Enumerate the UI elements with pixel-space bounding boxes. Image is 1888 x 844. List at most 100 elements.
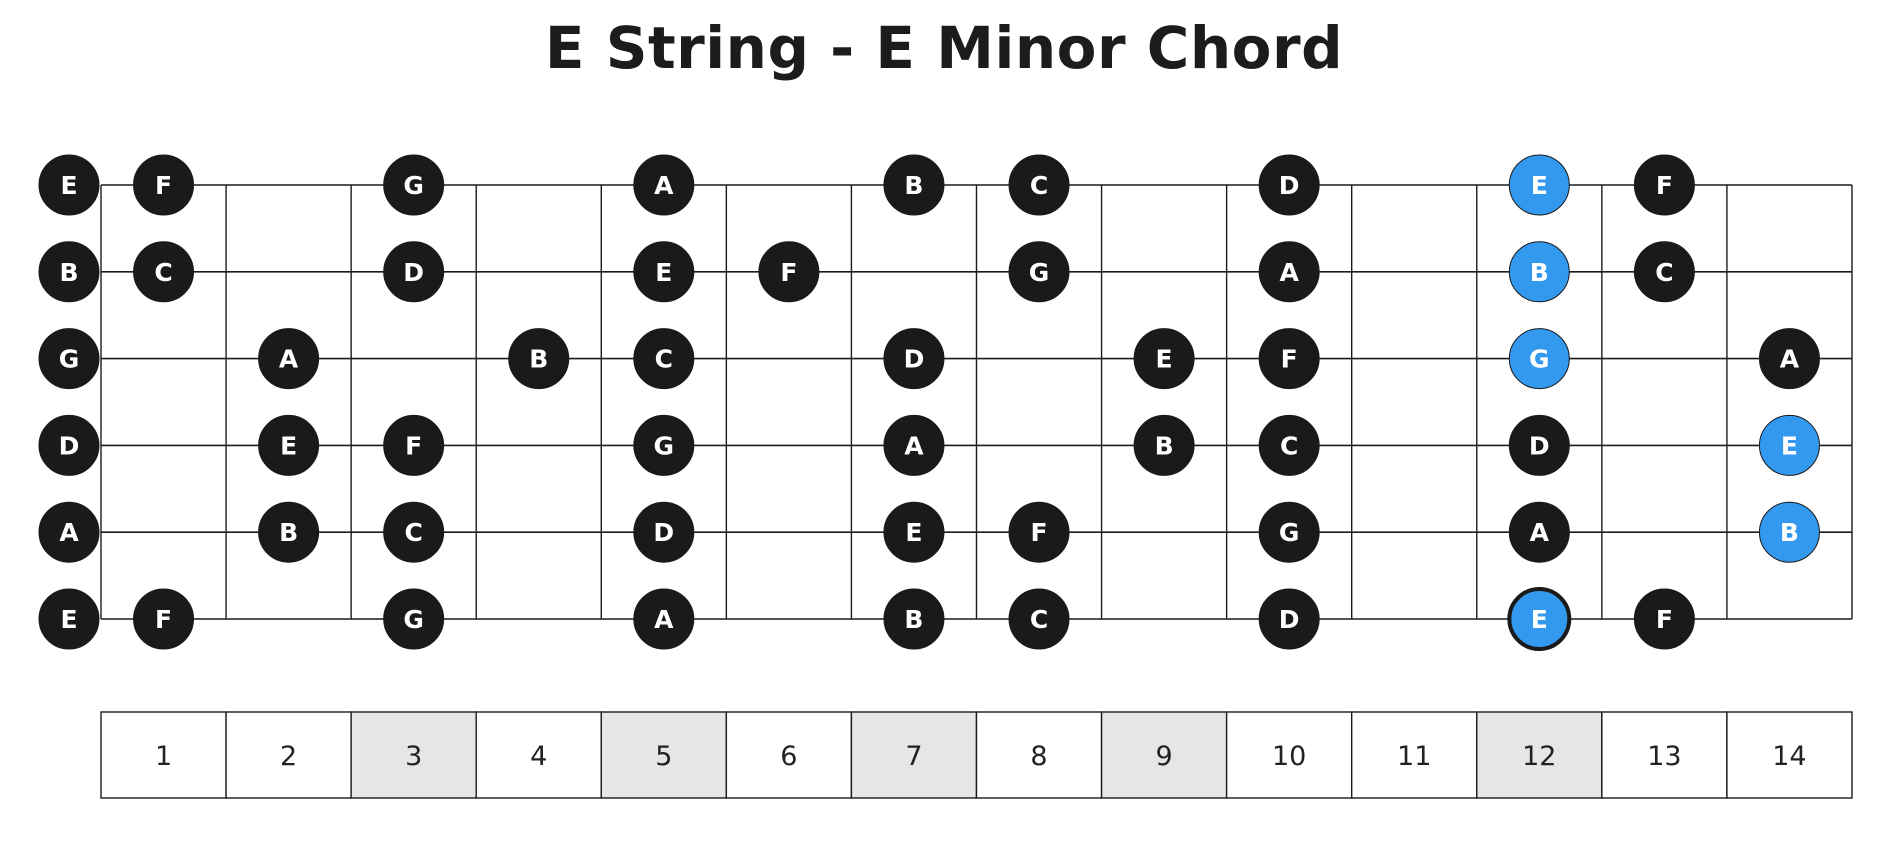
string-3-fret-2-note: A (258, 328, 320, 390)
chord-tone-marker (1507, 587, 1572, 651)
string-3-fret-7-note: D (883, 328, 945, 390)
string-5-fret-12-note: A (1508, 501, 1570, 563)
note-label: F (1281, 345, 1298, 374)
note-label: E (1531, 605, 1548, 634)
fret-number-label: 8 (1030, 741, 1047, 772)
note-marker (38, 414, 100, 476)
string-2-fret-5-note: E (633, 241, 695, 303)
string-5-fret-5-note: D (633, 501, 695, 563)
chord-tone-marker (1508, 154, 1570, 216)
note-label: D (59, 431, 80, 460)
string-1-fret-1-note: F (133, 154, 195, 216)
note-label: C (1655, 258, 1673, 287)
note-label: B (1530, 258, 1549, 287)
note-label: D (403, 258, 424, 287)
note-marker (1258, 241, 1320, 303)
note-label: D (904, 345, 925, 374)
string-4-fret-10-note: C (1258, 414, 1320, 476)
chord-tone-marker (1508, 328, 1570, 390)
note-label: G (1529, 345, 1550, 374)
note-marker (1758, 328, 1820, 390)
string-4-fret-9-note: B (1133, 414, 1195, 476)
fret-number-label: 9 (1156, 741, 1173, 772)
note-marker (38, 588, 100, 650)
fret-number-label: 7 (905, 741, 922, 772)
string-6-fret-5-note: A (633, 588, 695, 650)
note-marker (1258, 588, 1320, 650)
fret-number-cell (725, 711, 853, 799)
note-marker (883, 414, 945, 476)
fret-number-cell (225, 711, 352, 799)
note-marker (883, 501, 945, 563)
note-marker (633, 588, 695, 650)
chord-tone-marker (1758, 414, 1820, 476)
note-marker (633, 328, 695, 390)
note-marker (38, 241, 100, 303)
note-marker (1008, 154, 1070, 216)
fret-number-label: 5 (655, 741, 672, 772)
fret-number-label: 11 (1397, 741, 1431, 772)
note-label: B (529, 345, 548, 374)
fret-number-cell (1350, 711, 1478, 799)
note-label: A (1279, 258, 1299, 287)
note-label: C (1280, 431, 1298, 460)
note-label: E (280, 431, 297, 460)
note-label: B (1155, 431, 1174, 460)
note-label: B (904, 605, 923, 634)
fret-number-label: 2 (280, 741, 297, 772)
note-label: B (59, 258, 78, 287)
string-1-fret-10-note: D (1258, 154, 1320, 216)
fret-number-cell (100, 711, 227, 799)
string-3-fret-12-note: G (1508, 328, 1570, 390)
fret-number-cell-marked (350, 711, 477, 799)
note-label: E (60, 171, 77, 200)
string-2-fret-12-note: B (1508, 241, 1570, 303)
fret-number-cell (1726, 711, 1853, 799)
note-label: E (655, 258, 672, 287)
string-5-fret-3-note: C (383, 501, 445, 563)
open-string-note-2: B (38, 241, 100, 303)
note-label: F (405, 431, 422, 460)
note-marker (1008, 241, 1070, 303)
fret-number-label: 6 (780, 741, 797, 772)
note-label: F (1656, 605, 1673, 634)
note-label: G (1279, 518, 1300, 547)
note-marker (38, 328, 100, 390)
fret-number-label: 1 (155, 741, 172, 772)
string-5-fret-8-note: F (1008, 501, 1070, 563)
diagram-title: E String - E Minor Chord (544, 14, 1344, 82)
note-label: C (1030, 171, 1048, 200)
fret-number-label: 10 (1272, 741, 1306, 772)
string-5-fret-2-note: B (258, 501, 320, 563)
string-5-fret-10-note: G (1258, 501, 1320, 563)
string-2-fret-8-note: G (1008, 241, 1070, 303)
fret-number-label: 12 (1522, 741, 1556, 772)
note-marker (1633, 588, 1695, 650)
fret-number-cell (1601, 711, 1728, 799)
note-label: C (655, 345, 673, 374)
string-6-fret-1-note: F (133, 588, 195, 650)
note-marker (1258, 414, 1320, 476)
string-3-fret-5-note: C (633, 328, 695, 390)
note-marker (883, 154, 945, 216)
note-label: F (780, 258, 797, 287)
note-label: D (1279, 605, 1300, 634)
note-marker (1133, 328, 1195, 390)
note-marker (133, 588, 195, 650)
string-1-fret-12-note: E (1508, 154, 1570, 216)
note-label: C (404, 518, 422, 547)
note-label: G (59, 345, 80, 374)
note-marker (633, 501, 695, 563)
note-marker (383, 414, 445, 476)
fret-number-cell-marked (850, 711, 978, 799)
string-1-fret-13-note: F (1633, 154, 1695, 216)
string-6-fret-10-note: D (1258, 588, 1320, 650)
chord-tone-marker (1508, 241, 1570, 303)
note-marker (38, 501, 100, 563)
note-marker (1258, 154, 1320, 216)
note-marker (1508, 414, 1570, 476)
note-label: F (155, 605, 172, 634)
note-marker (758, 241, 820, 303)
fret-number-cell (475, 711, 602, 799)
